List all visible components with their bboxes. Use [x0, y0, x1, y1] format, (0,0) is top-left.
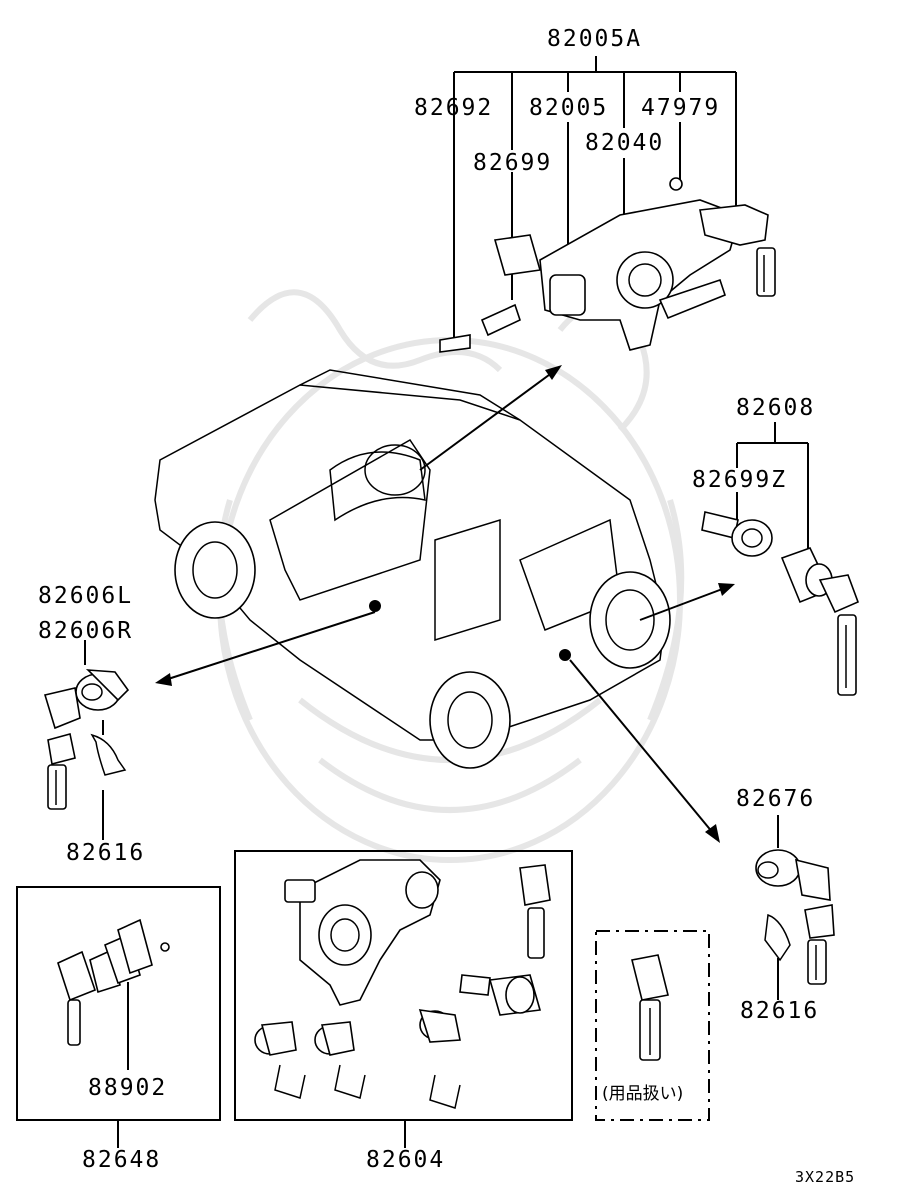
box-82604	[234, 850, 573, 1148]
label-82005A: 82005A	[547, 26, 643, 52]
accessory-box	[595, 930, 710, 1121]
label-82616-left: 82616	[66, 840, 146, 866]
label-82616-right: 82616	[740, 998, 820, 1024]
label-82604: 82604	[366, 1147, 446, 1173]
vehicle-body	[154, 369, 671, 769]
label-82606L: 82606L	[38, 583, 134, 609]
bracket-82608	[736, 422, 809, 560]
tailgate-lock-parts	[701, 511, 860, 696]
accessory-note: (用品扱い)	[602, 1084, 684, 1104]
label-82606R: 82606R	[38, 618, 134, 644]
box-82648	[16, 886, 221, 1148]
label-88902: 88902	[88, 1075, 168, 1101]
label-82648: 82648	[82, 1147, 162, 1173]
bracket-82005A	[453, 56, 737, 340]
label-82005: 82005	[529, 95, 609, 121]
door-lock-right-parts	[755, 815, 835, 1000]
label-82608: 82608	[736, 395, 816, 421]
label-82699Z: 82699Z	[692, 467, 788, 493]
diagram-code: 3X22B5	[795, 1168, 856, 1186]
label-82040: 82040	[585, 130, 665, 156]
label-82692: 82692	[414, 95, 494, 121]
door-lock-left-parts	[43, 640, 130, 840]
label-82699: 82699	[473, 150, 553, 176]
leader-arrows	[155, 365, 735, 843]
label-82676: 82676	[736, 786, 816, 812]
label-47979: 47979	[641, 95, 721, 121]
ignition-switch-assembly	[439, 177, 776, 353]
